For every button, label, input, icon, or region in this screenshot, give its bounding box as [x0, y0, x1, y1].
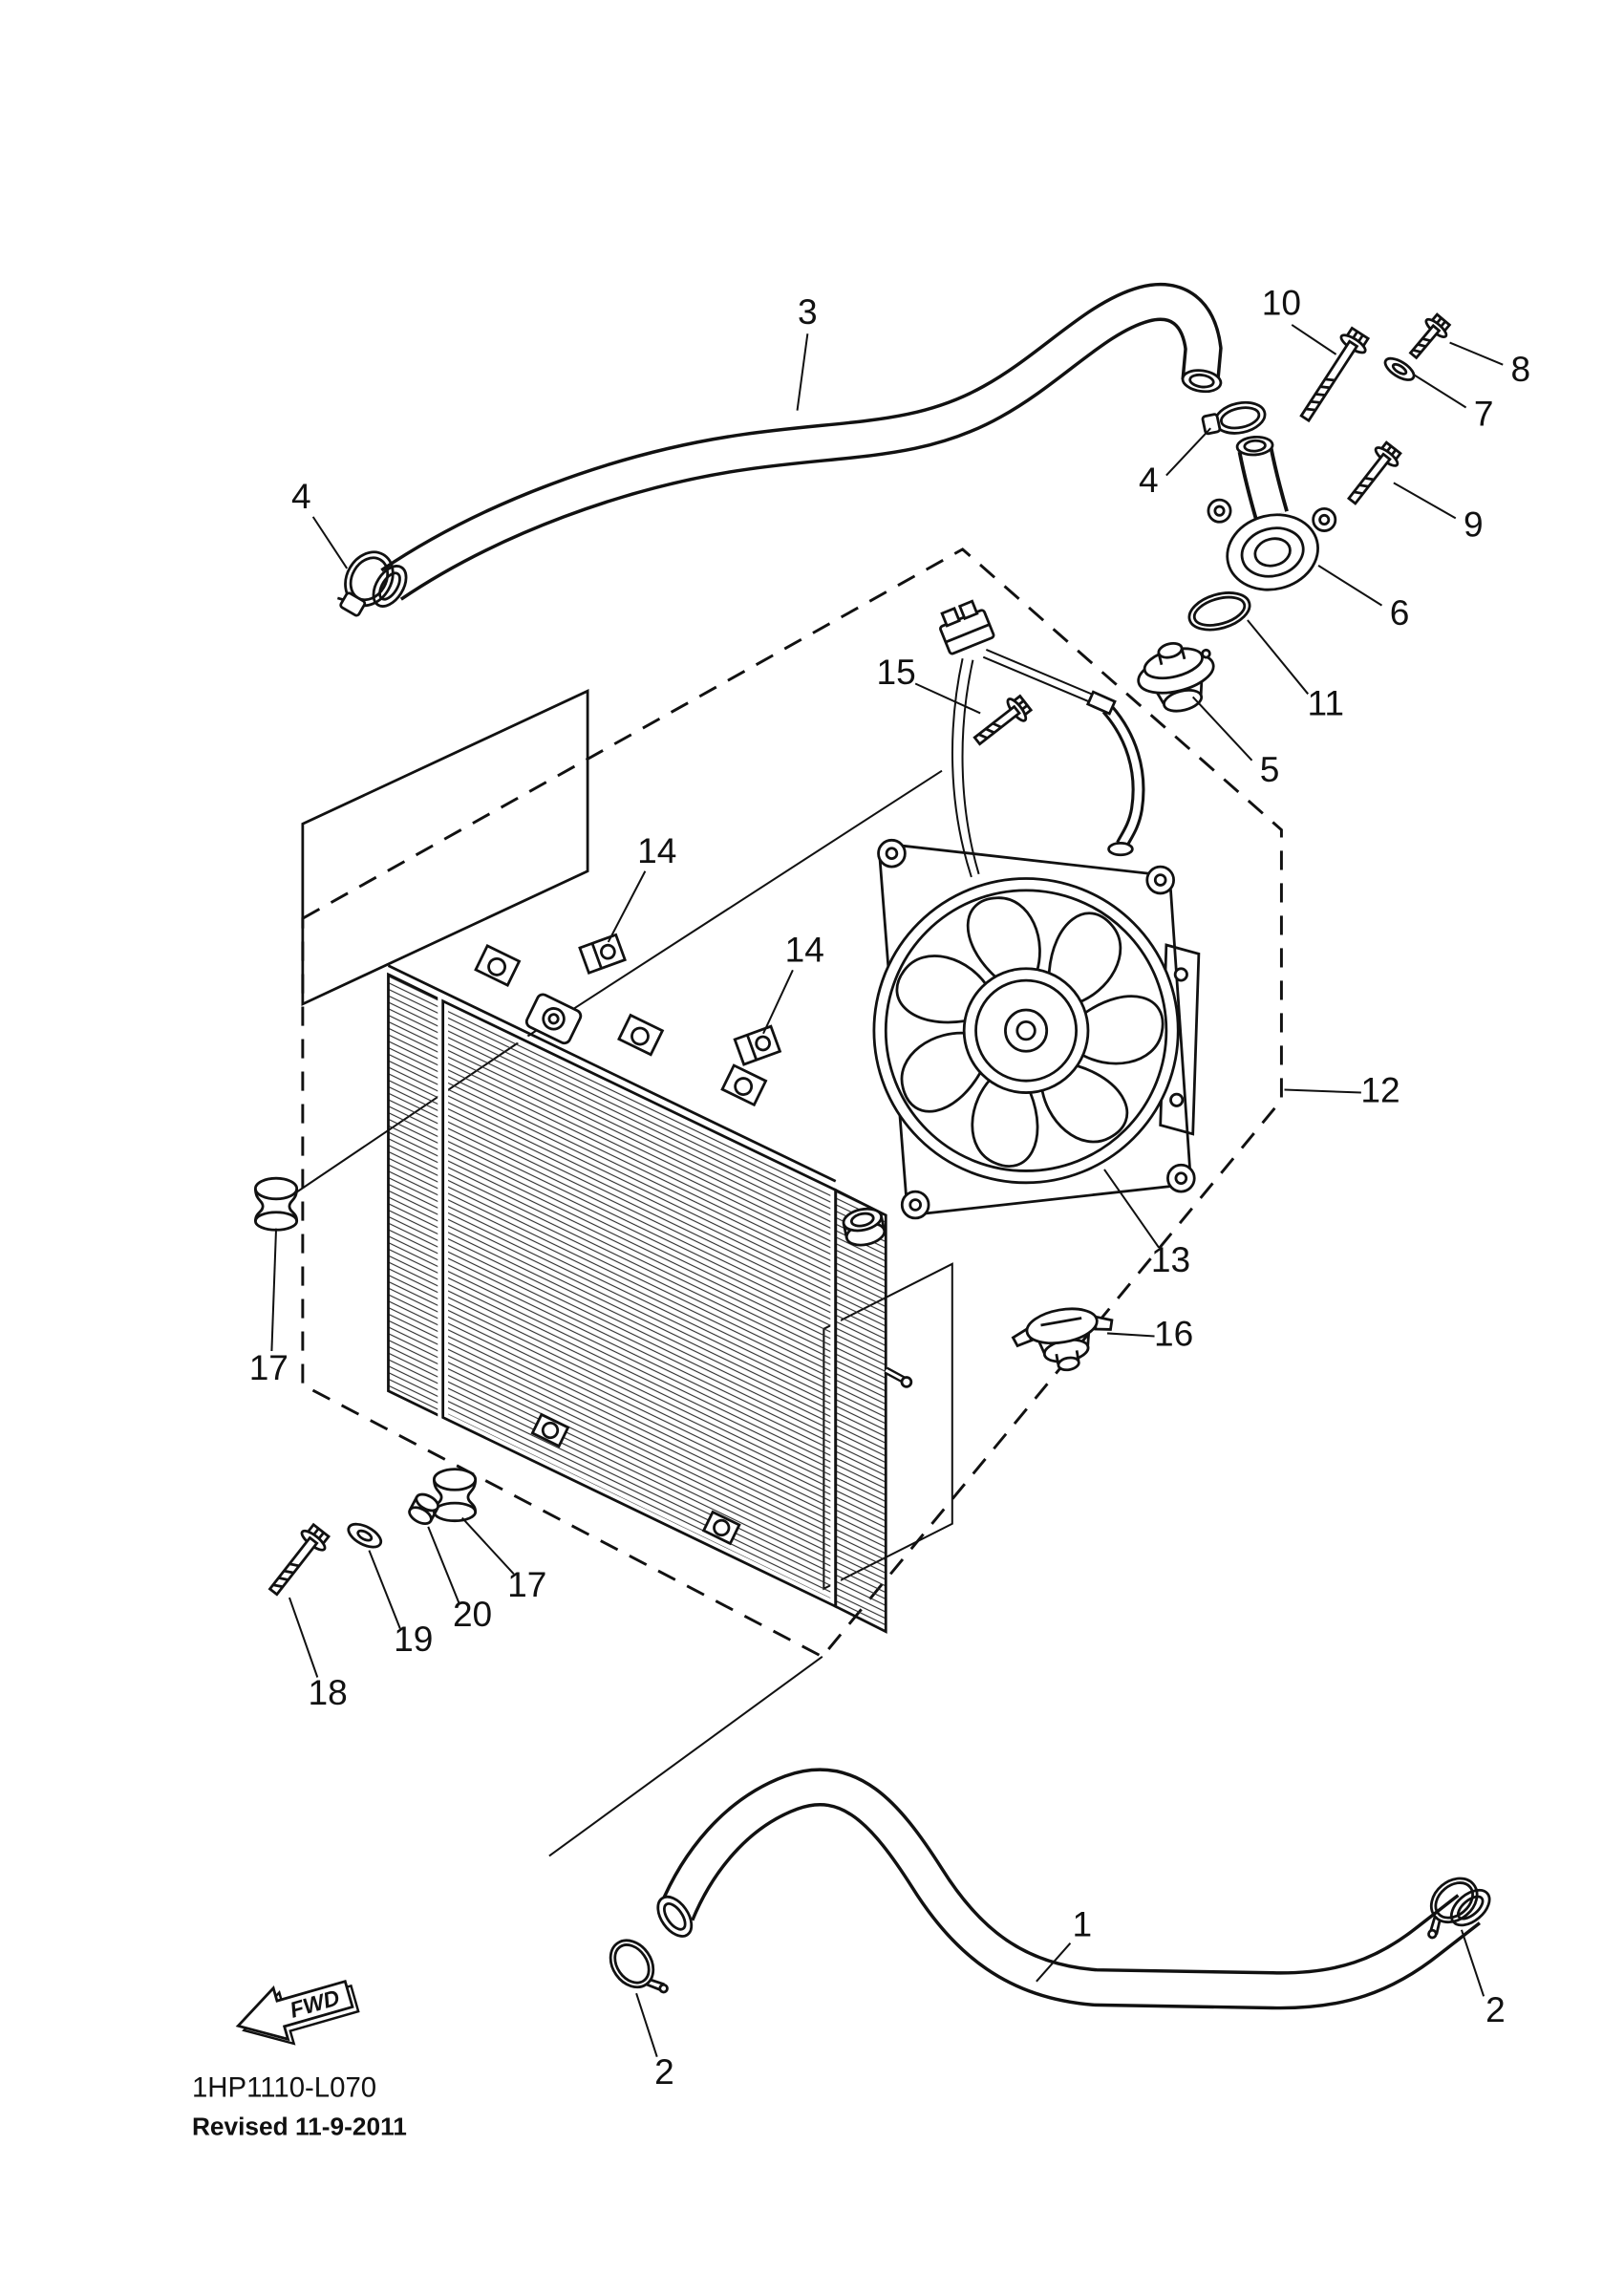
svg-text:20: 20: [453, 1594, 492, 1634]
upper-radiator-hose: [372, 282, 1223, 608]
svg-text:12: 12: [1360, 1069, 1400, 1109]
grommet-lower: [433, 1468, 478, 1523]
thermostat-housing: [1207, 435, 1337, 591]
callout-17-upper: 17: [249, 1228, 288, 1387]
svg-text:16: 16: [1154, 1313, 1193, 1353]
callout-13: 13: [1103, 1169, 1190, 1279]
fan-hub: [962, 967, 1090, 1094]
radiator-bracket-2: [617, 1013, 665, 1057]
callout-15: 15: [876, 652, 981, 715]
callout-2-right: 2: [1460, 1929, 1506, 2029]
svg-text:17: 17: [507, 1564, 546, 1604]
svg-text:4: 4: [291, 476, 311, 516]
fan-shroud: [877, 838, 1201, 1220]
washer-mount: [347, 1522, 383, 1549]
radiator-filler-neck: [842, 1207, 887, 1247]
fan-connector: [939, 599, 995, 655]
callout-8: 8: [1449, 341, 1530, 389]
callout-1: 1: [1036, 1903, 1092, 1983]
reference-plane-top-left: [301, 689, 589, 1007]
callout-18: 18: [288, 1597, 348, 1712]
thermostat: [1137, 642, 1215, 713]
svg-text:13: 13: [1151, 1239, 1190, 1279]
callout-6: 6: [1317, 565, 1410, 633]
radiator-bracket-3: [720, 1063, 768, 1107]
callout-14-lower: 14: [762, 930, 824, 1035]
callout-12: 12: [1284, 1069, 1400, 1109]
svg-text:10: 10: [1262, 283, 1301, 323]
fan-screw: [967, 691, 1036, 753]
svg-text:17: 17: [249, 1347, 288, 1387]
bypass-pipe: [1101, 704, 1145, 857]
overflow-nipple: [884, 1366, 913, 1388]
diagram-revision: Revised 11-9-2011: [192, 2113, 407, 2141]
svg-text:18: 18: [309, 1672, 348, 1712]
callout-5: 5: [1191, 696, 1280, 789]
callout-9: 9: [1393, 482, 1484, 544]
svg-text:2: 2: [1485, 1989, 1506, 2029]
diagram-code: 1HP1110-L070: [192, 2071, 376, 2103]
svg-text:3: 3: [798, 291, 818, 332]
svg-text:5: 5: [1260, 749, 1280, 789]
flange-bolt-top: [1402, 310, 1455, 365]
svg-text:8: 8: [1510, 349, 1530, 389]
assembly-boundary-dashed: [301, 547, 1283, 1659]
callout-4-left: 4: [291, 476, 349, 569]
radiator-cap: [1011, 1307, 1114, 1372]
svg-text:4: 4: [1139, 460, 1159, 500]
callout-19: 19: [368, 1550, 433, 1659]
radiator-mount-boss: [524, 993, 583, 1045]
callout-10: 10: [1262, 283, 1337, 355]
svg-text:9: 9: [1464, 504, 1484, 544]
radiator: [387, 944, 913, 1634]
callout-11: 11: [1247, 619, 1345, 722]
radiator-bottom-tab-2: [701, 1510, 741, 1546]
hose-clamp-lower-left: [609, 1939, 669, 1994]
svg-text:14: 14: [637, 830, 676, 870]
callout-17-lower: 17: [461, 1516, 546, 1604]
svg-text:19: 19: [394, 1619, 433, 1659]
hose-clamp-at-housing: [1201, 400, 1267, 436]
fan-wire: [951, 658, 980, 878]
clip-lower: [733, 1024, 782, 1066]
grommet-upper: [254, 1176, 299, 1232]
callout-2-left: 2: [635, 1992, 674, 2092]
svg-text:6: 6: [1390, 592, 1410, 633]
housing-bolt-long: [1292, 324, 1374, 428]
callout-14-upper: 14: [607, 830, 676, 943]
callout-3: 3: [796, 291, 818, 411]
hose-clamp-lower-right: [1427, 1877, 1479, 1940]
o-ring: [1187, 591, 1251, 632]
lower-radiator-hose: [656, 1768, 1491, 2010]
washer-top: [1383, 356, 1416, 381]
callout-16: 16: [1107, 1313, 1193, 1353]
svg-text:15: 15: [876, 652, 915, 692]
svg-text:1: 1: [1072, 1903, 1092, 1943]
housing-bolt-short: [1339, 438, 1405, 511]
callout-7: 7: [1413, 374, 1494, 434]
fwd-arrow: FWD: [235, 1979, 360, 2046]
clip-upper: [578, 933, 627, 976]
callout-4-housing: 4: [1139, 427, 1211, 500]
svg-text:2: 2: [654, 2051, 674, 2092]
mount-bolt: [261, 1520, 334, 1602]
radiator-bottom-tab-1: [530, 1412, 570, 1448]
svg-text:14: 14: [785, 930, 824, 970]
callout-20: 20: [427, 1526, 492, 1634]
hose-clamp-left: [336, 550, 395, 617]
svg-text:11: 11: [1308, 682, 1345, 722]
svg-text:7: 7: [1474, 394, 1494, 434]
radiator-bracket-1: [474, 944, 522, 988]
sensor-lead: [982, 649, 1117, 716]
collar: [408, 1492, 439, 1525]
